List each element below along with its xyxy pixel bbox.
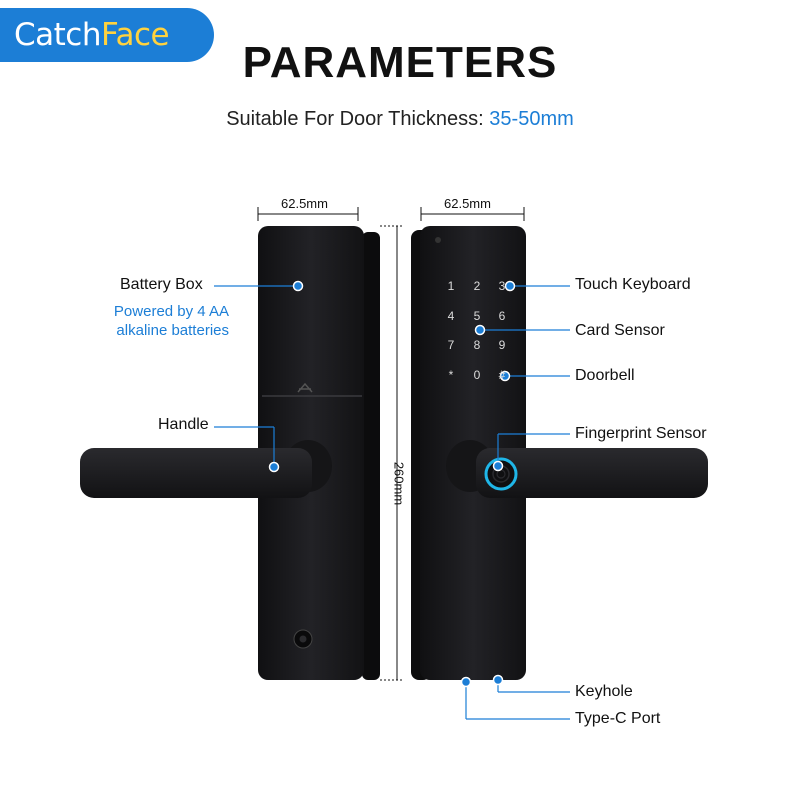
brand-logo: CatchFace <box>0 8 214 62</box>
battery-box-label: Battery Box <box>120 276 203 293</box>
battery-note-line-2: alkaline batteries <box>116 322 229 339</box>
card-sensor-label: Card Sensor <box>575 322 665 339</box>
keypad-key: 2 <box>474 279 481 293</box>
page-title: PARAMETERS <box>242 38 558 87</box>
keyhole-label: Keyhole <box>575 683 633 700</box>
keypad-key: 6 <box>499 309 506 323</box>
left-width-dimension: 62.5mm <box>281 196 328 211</box>
keypad-key: 0 <box>474 368 481 382</box>
doorbell-label: Doorbell <box>575 367 635 384</box>
keypad-key: 7 <box>448 338 455 352</box>
subtitle-prefix: Suitable For Door Thickness: <box>226 108 490 130</box>
handle-label: Handle <box>158 416 209 433</box>
subtitle-value: 35-50mm <box>489 108 574 130</box>
height-dimension: 260mm <box>391 461 407 506</box>
keypad-key: 1 <box>448 279 455 293</box>
right-width-dimension: 62.5mm <box>444 196 491 211</box>
keypad-key: * <box>449 368 454 382</box>
keypad-key: # <box>499 368 506 382</box>
front-lock-unit <box>411 226 708 680</box>
fingerprint-sensor-label: Fingerprint Sensor <box>575 425 707 442</box>
touch-keyboard-label: Touch Keyboard <box>575 276 691 293</box>
callout-dots <box>268 280 516 688</box>
brand-part-1: Catch <box>14 17 102 53</box>
back-lock-unit <box>80 226 380 680</box>
dimension-lines <box>257 207 525 681</box>
battery-note: Powered by 4 AA alkaline batteries <box>60 302 229 340</box>
keypad-key: 9 <box>499 338 506 352</box>
callout-lines <box>214 285 570 720</box>
page-subtitle: Suitable For Door Thickness: 35-50mm <box>0 108 800 131</box>
keypad-key: 4 <box>448 309 455 323</box>
type-c-port-label: Type-C Port <box>575 710 661 727</box>
keypad-key: 3 <box>499 279 506 293</box>
keypad: 1 2 3 4 5 6 7 8 9 * 0 # <box>448 279 506 382</box>
keypad-key: 8 <box>474 338 481 352</box>
brand-part-2: Face <box>101 17 170 53</box>
battery-note-line-1: Powered by 4 AA <box>113 303 229 320</box>
keypad-key: 5 <box>474 309 481 323</box>
